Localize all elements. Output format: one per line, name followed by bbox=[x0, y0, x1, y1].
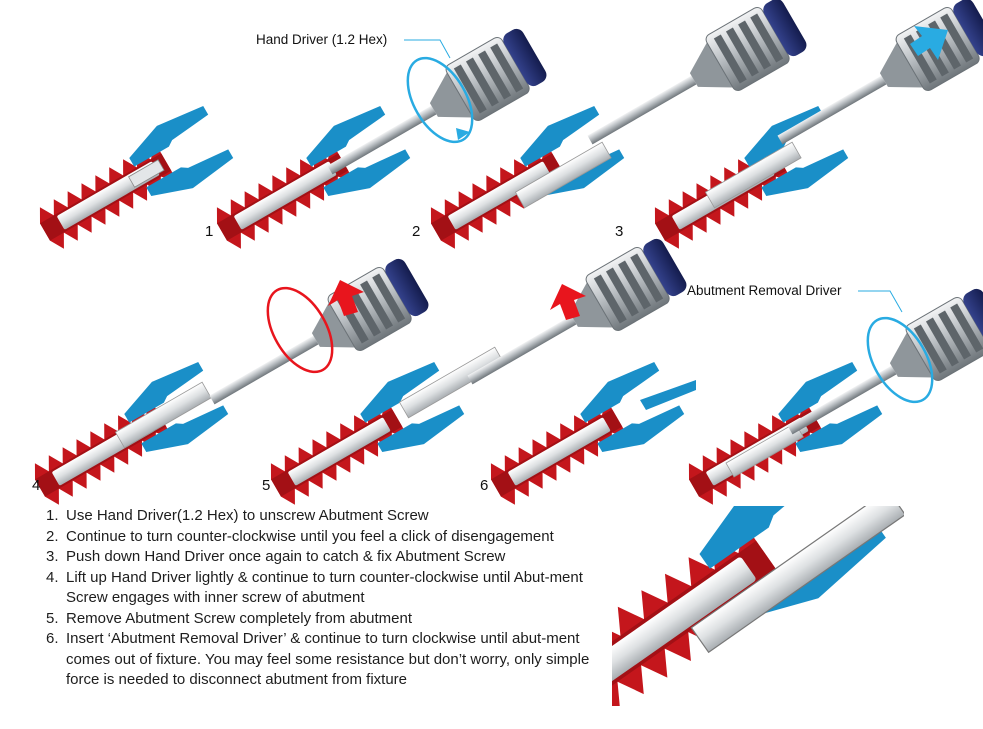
step-label-4: 4 bbox=[32, 477, 41, 494]
instruction-item: 6.Insert ‘Abutment Removal Driver’ & con… bbox=[46, 630, 590, 688]
lift-up-arrow-icon bbox=[328, 280, 364, 316]
instruction-list: 1.Use Hand Driver(1.2 Hex) to unscrew Ab… bbox=[46, 506, 606, 691]
step-label-3: 3 bbox=[615, 223, 624, 240]
step-label-5: 5 bbox=[262, 477, 271, 494]
step-3-illustration bbox=[418, 0, 811, 264]
instruction-item: 5.Remove Abutment Screw completely from … bbox=[46, 609, 412, 627]
step-6b-illustration bbox=[676, 283, 983, 520]
instruction-item: 2.Continue to turn counter-clockwise unt… bbox=[46, 527, 554, 545]
hand-driver-callout: Hand Driver (1.2 Hex) bbox=[256, 32, 388, 47]
push-down-arrow-icon bbox=[910, 26, 948, 60]
step-2-illustration bbox=[204, 23, 551, 264]
remove-arrow-icon bbox=[550, 284, 586, 320]
instruction-item: 1.Use Hand Driver(1.2 Hex) to unscrew Ab… bbox=[46, 507, 429, 524]
step-5-illustration bbox=[258, 233, 691, 520]
step-label-2: 2 bbox=[412, 223, 421, 240]
step-6-illustration bbox=[478, 356, 696, 520]
instruction-item: 4.Lift up Hand Driver lightly & continue… bbox=[46, 568, 583, 607]
step-label-1: 1 bbox=[205, 223, 214, 240]
step-4-illustration bbox=[22, 253, 433, 520]
instruction-item: 3.Push down Hand Driver once again to ca… bbox=[46, 548, 506, 565]
step-3b-illustration bbox=[642, 0, 983, 264]
detail-closeup bbox=[612, 506, 904, 706]
step-1-illustration bbox=[27, 100, 237, 264]
step-label-6: 6 bbox=[480, 477, 489, 494]
removal-driver-callout: Abutment Removal Driver bbox=[687, 283, 842, 298]
